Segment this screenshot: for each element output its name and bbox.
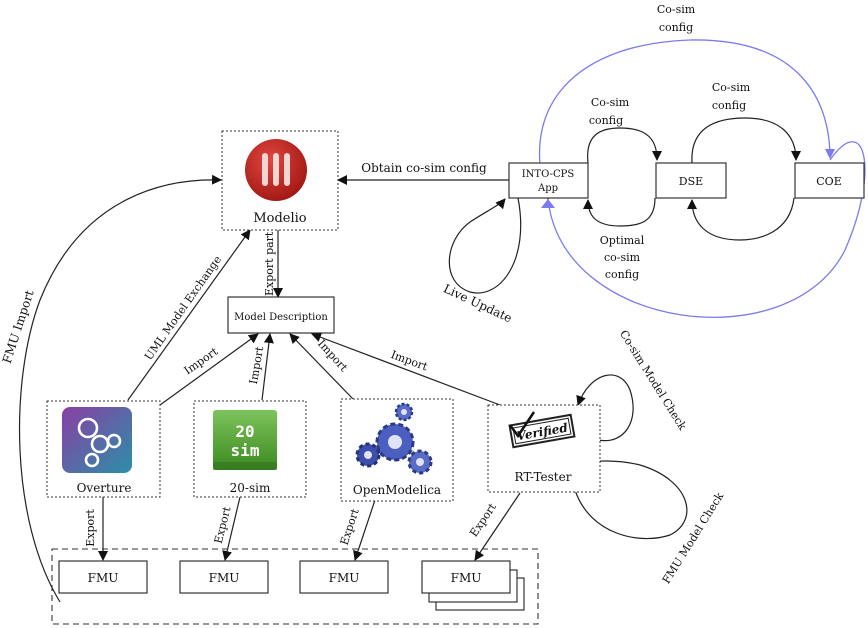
- twentysim-logo-top: 20: [235, 422, 254, 441]
- verified-stamp-icon: Verified: [508, 411, 576, 449]
- label-cosim-config-dse-2: config: [712, 99, 746, 112]
- label-export: Export: [84, 509, 97, 547]
- label-optimal-3: config: [605, 268, 639, 281]
- main-edges: [18, 174, 688, 603]
- label-export: Export: [338, 506, 362, 546]
- cosim-config-loop: [538, 39, 866, 318]
- model-description-node[interactable]: Model Description: [227, 296, 335, 334]
- intocps-app-label-line1: INTO-CPS: [522, 169, 575, 180]
- twentysim-node[interactable]: 20 sim 20-sim: [193, 400, 307, 498]
- blue-arrowhead-app: [541, 199, 555, 208]
- label-fmu-model-check: FMU Model Check: [660, 490, 727, 586]
- edge-export-openmodelica: [353, 499, 376, 561]
- fmu-node-1[interactable]: FMU: [58, 560, 148, 594]
- fmu-node-stack[interactable]: FMU: [421, 560, 525, 611]
- overture-label: Overture: [77, 481, 132, 495]
- label-cosim-config-app-2: config: [589, 114, 623, 127]
- label-import: Import: [315, 337, 351, 374]
- app-dse-loops: [448, 117, 801, 294]
- edge-uml-exchange: [127, 229, 251, 401]
- edge-import-20sim: [261, 333, 274, 401]
- modelio-label: Modelio: [253, 211, 306, 226]
- dse-node[interactable]: DSE: [655, 162, 727, 199]
- label-cosim-model-check: Co-sim Model Check: [617, 328, 689, 433]
- label-export-part: Export part: [263, 231, 276, 296]
- fmu-container: [51, 548, 539, 625]
- edge-import-openmodelica: [289, 333, 355, 401]
- overture-node[interactable]: Overture: [46, 400, 161, 498]
- label-optimal-1: Optimal: [600, 234, 645, 247]
- twentysim-label: 20-sim: [230, 481, 271, 495]
- openmodelica-gears-icon: [355, 402, 433, 475]
- label-cosim-config-app-1: Co-sim: [591, 96, 630, 109]
- twentysim-logo-bottom: sim: [231, 441, 260, 460]
- label-import: Import: [389, 348, 430, 373]
- modelio-logo: [245, 139, 307, 201]
- label-cosim-config-dse-1: Co-sim: [712, 81, 751, 94]
- edge-fmu-import: [18, 174, 222, 603]
- fmu-node-3[interactable]: FMU: [299, 560, 389, 594]
- label-cosim-config-top-1: Co-sim: [657, 3, 696, 16]
- dse-label: DSE: [679, 175, 703, 188]
- label-obtain-config: Obtain co-sim config: [361, 161, 487, 175]
- label-import: Import: [247, 345, 267, 385]
- edge-fmu-model-check: [574, 456, 688, 540]
- edge-cosim-model-check: [576, 374, 634, 442]
- rttester-label: RT-Tester: [515, 470, 572, 484]
- label-optimal-2: co-sim: [604, 251, 641, 264]
- edge-import-rttester: [311, 332, 501, 406]
- intocps-app-label-line2: App: [537, 183, 558, 194]
- openmodelica-node[interactable]: OpenModelica: [340, 398, 454, 502]
- intocps-app-node[interactable]: INTO-CPS App: [508, 162, 589, 199]
- modelio-node[interactable]: Modelio: [221, 130, 339, 231]
- overture-logo: [62, 407, 132, 473]
- coe-label: COE: [816, 175, 841, 188]
- edge-import-overture: [159, 333, 259, 406]
- label-live-update: Live Update: [441, 281, 514, 325]
- label-export: Export: [467, 500, 499, 539]
- twentysim-logo: 20 sim: [213, 410, 277, 470]
- fmu-label: FMU: [329, 571, 360, 585]
- fmu-node-2[interactable]: FMU: [179, 560, 269, 594]
- fmu-label: FMU: [209, 571, 240, 585]
- coe-node[interactable]: COE: [794, 162, 865, 199]
- fmu-label: FMU: [451, 571, 482, 585]
- openmodelica-label: OpenModelica: [353, 483, 441, 497]
- model-description-label: Model Description: [234, 312, 328, 323]
- label-cosim-config-top-2: config: [659, 21, 693, 34]
- fmu-label: FMU: [88, 571, 119, 585]
- label-import: Import: [182, 345, 221, 378]
- rttester-node[interactable]: Verified RT-Tester: [487, 404, 601, 493]
